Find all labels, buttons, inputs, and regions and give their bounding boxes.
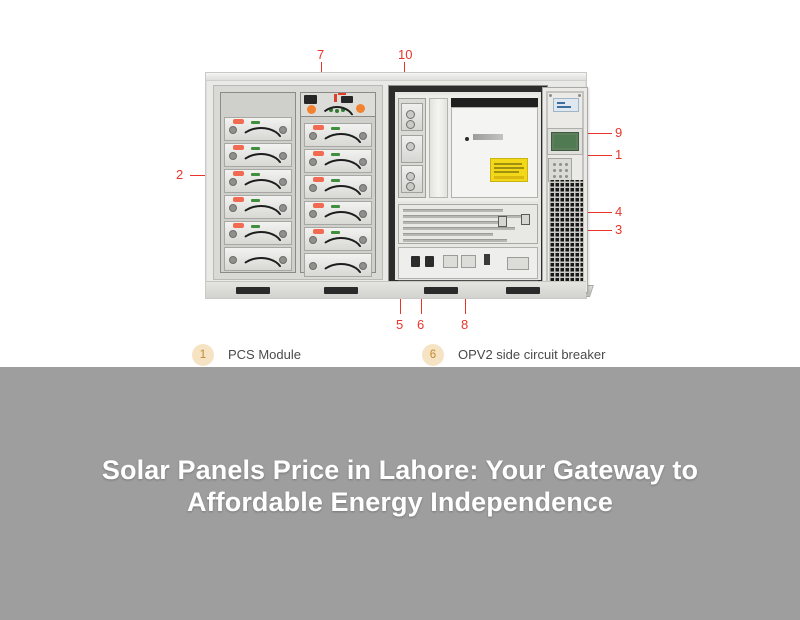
- callout-number-3: 3: [615, 222, 623, 237]
- rack-unit: [401, 165, 423, 193]
- callout-number-1: 1: [615, 147, 623, 162]
- pcs-compartment-inner: [395, 92, 541, 292]
- callout-number-8: 8: [461, 317, 469, 332]
- lcd-display-screen[interactable]: [551, 132, 579, 151]
- door-ventilation-grille: [549, 180, 583, 288]
- legend-label: OPV2 side circuit breaker: [458, 347, 606, 362]
- legend-item: 1 PCS Module: [192, 340, 432, 369]
- product-diagram: 7 10 2 9 1 4 3 5 6 8: [176, 47, 623, 332]
- battery-module: [304, 253, 372, 277]
- legend-badge: 6: [422, 343, 444, 366]
- callout-number-4: 4: [615, 204, 623, 219]
- battery-column-left: [220, 92, 296, 273]
- battery-module: [304, 123, 372, 147]
- rack-unit: [401, 135, 423, 163]
- pcs-compartment: [388, 85, 548, 292]
- battery-module: [224, 221, 292, 245]
- battery-module: [304, 149, 372, 173]
- pcs-module: [451, 107, 538, 198]
- legend-item: 6 OPV2 side circuit breaker: [422, 340, 702, 369]
- grey-overlay: [0, 367, 800, 620]
- callout-number-6: 6: [417, 317, 425, 332]
- energy-storage-cabinet: [205, 72, 594, 299]
- battery-module: [224, 117, 292, 141]
- warning-label: [490, 158, 528, 182]
- battery-module: [304, 227, 372, 251]
- callout-number-9: 9: [615, 125, 623, 140]
- cabinet-top-lip: [206, 73, 586, 81]
- legend-label: PCS Module: [228, 347, 301, 362]
- battery-room: [213, 85, 383, 280]
- legend-badge: 1: [192, 343, 214, 366]
- door-label-sticker: [553, 98, 579, 112]
- breaker-panel: [398, 204, 538, 244]
- callout-number-7: 7: [317, 47, 325, 62]
- high-volt-box: [300, 92, 376, 117]
- battery-module: [224, 195, 292, 219]
- pcs-logo-dot: [465, 137, 469, 141]
- lower-switch-panel: [398, 247, 538, 279]
- pcs-top-strip: [451, 98, 538, 107]
- cabinet-base: [206, 281, 586, 298]
- pcs-brand-mark: [473, 134, 503, 140]
- callout-leader-9: [570, 133, 612, 135]
- battery-module: [304, 201, 372, 225]
- callout-number-2: 2: [176, 167, 184, 182]
- battery-module: [224, 143, 292, 167]
- battery-column-right: [300, 92, 376, 277]
- pcs-upper-assembly: [398, 95, 538, 201]
- cabinet-door[interactable]: [542, 87, 588, 293]
- page-title: Solar Panels Price in Lahore: Your Gatew…: [101, 455, 699, 517]
- battery-module: [224, 169, 292, 193]
- callout-number-10: 10: [398, 47, 413, 62]
- opv2-side-circuit-breaker: [425, 256, 434, 267]
- vent-column: [429, 98, 448, 198]
- bat-side-circuit-breaker: [484, 254, 490, 265]
- rack-unit: [401, 103, 423, 131]
- battery-module: [304, 175, 372, 199]
- callout-number-5: 5: [396, 317, 404, 332]
- lcd-inner-glass: [554, 135, 576, 148]
- opv1-side-circuit-breaker: [411, 256, 420, 267]
- grid-side-circuit-breaker: [498, 216, 507, 227]
- load-side-circuit-breaker: [521, 214, 530, 225]
- keypad[interactable]: [548, 158, 572, 182]
- aux-rack: [398, 98, 426, 198]
- battery-module: [224, 247, 292, 271]
